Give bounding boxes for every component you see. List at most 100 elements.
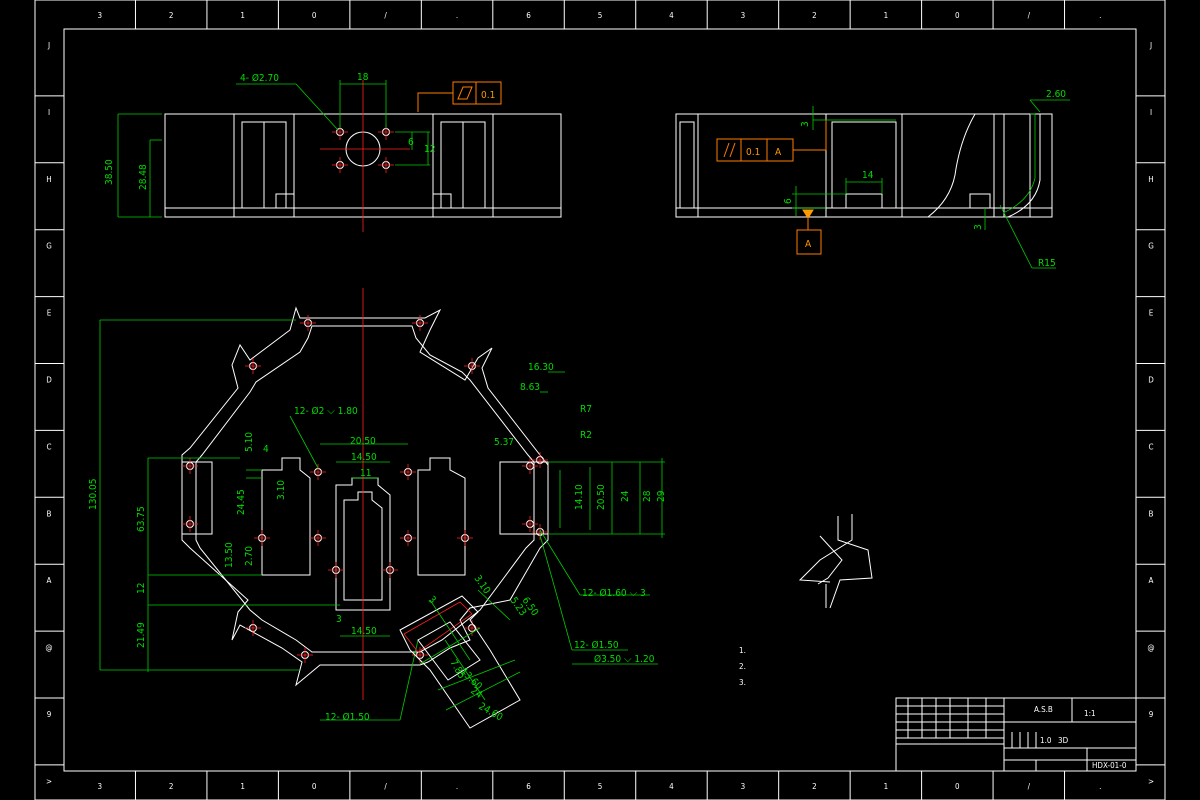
col-label-bottom: . [1099,782,1101,791]
row-label-right: G [1148,242,1154,251]
tb-drawing-no: HDX-01-0 [1092,761,1127,770]
col-label-bottom: 4 [669,782,674,791]
row-label-left: I [48,108,50,117]
row-label-left: D [46,376,52,385]
pv-dim-3-rot: 3 [426,594,438,606]
pv-holes-12-1-50-b: 12- Ø1.50 [325,711,370,723]
col-label-top: 4 [669,11,674,20]
tr-dim-2-60: 2.60 [1046,89,1066,100]
col-label-bottom: 5 [598,782,603,791]
pv-dim-5-10: 5.10 [244,432,255,452]
tl-dim-18: 18 [357,72,369,83]
pv-holes-12-1-50: 12- Ø1.50 [574,639,619,651]
pv-dim-28: 28 [642,490,653,502]
pv-dim-20-50: 20.50 [350,436,376,447]
col-label-bottom: 1 [884,782,889,791]
row-label-left: > [46,777,52,786]
col-label-bottom: 1 [240,782,245,791]
tl-dim-6: 6 [408,137,414,148]
col-label-top: 3 [97,11,102,20]
pv-dim-5-37: 5.37 [494,437,514,448]
col-label-top: / [384,11,387,20]
note-2: 2. [739,662,746,671]
row-label-right: C [1148,442,1153,451]
top-left-view [117,80,562,232]
tb-cell-c: 1.0 [1040,736,1052,745]
pv-dim-3-10: 3.10 [276,480,287,500]
pv-dim-14-50-bot: 14.50 [351,626,377,637]
tr-dim-14: 14 [862,170,874,181]
col-label-top: 6 [526,11,531,20]
row-label-left: G [46,242,52,251]
row-label-right: J [1149,41,1152,50]
col-label-top: 5 [598,11,603,20]
col-label-bottom: 0 [955,782,960,791]
pv-dim-14-10: 14.10 [574,484,585,510]
col-label-bottom: 6 [526,782,531,791]
pv-dim-13-50: 13.50 [224,542,235,568]
pv-dim-24: 24 [620,490,631,502]
col-label-bottom: 2 [169,782,174,791]
row-label-left: A [47,576,52,585]
row-label-right: > [1148,777,1154,786]
tl-flatness-value: 0.1 [481,90,495,101]
tl-dim-38-50: 38.50 [104,159,115,185]
row-label-right: I [1150,108,1152,117]
tr-parallel-datum: A [775,147,782,158]
col-label-top: 1 [884,11,889,20]
tb-cell-d: 3D [1058,736,1069,745]
tr-dim-6: 6 [783,198,794,204]
col-label-top: . [456,11,458,20]
pv-dim-3: 3 [336,614,342,625]
col-label-bottom: / [1028,782,1031,791]
pv-dim-4: 4 [263,444,269,455]
pv-dim-14-50-top: 14.50 [351,452,377,463]
col-label-bottom: 2 [812,782,817,791]
frame-ticks [35,0,1165,800]
pv-dim-21-49: 21.49 [136,622,147,648]
pv-r2: R2 [580,430,592,441]
col-label-bottom: . [456,782,458,791]
row-label-left: H [46,175,51,184]
pv-dim-8-63: 8.63 [520,382,540,393]
pv-dim-130-05: 130.05 [88,479,99,510]
pv-dim-29: 29 [656,490,667,502]
view-direction-symbol [798,514,873,609]
plan-view [99,288,665,729]
pv-dim-2-70: 2.70 [244,546,255,566]
row-label-right: H [1148,175,1153,184]
col-label-bottom: 3 [741,782,746,791]
pv-dim-24-45: 24.45 [236,489,247,515]
tl-dim-28-48: 28.48 [138,164,149,190]
col-label-bottom: 3 [97,782,102,791]
row-label-left: J [47,41,50,50]
row-label-right: 9 [1149,710,1154,719]
title-block [895,697,1137,772]
pv-r7: R7 [580,404,592,415]
col-label-top: / [1028,11,1031,20]
col-label-top: 0 [955,11,960,20]
pv-holes-12-2: 12- Ø2 ⌵ 1.80 [294,405,358,417]
pv-dim-63-75: 63.75 [136,506,147,532]
tr-dim-3b: 3 [973,224,984,230]
pv-cbore: Ø3.50 ⌵ 1.20 [594,653,655,665]
outer-border [34,0,1166,800]
tr-datum-label: A [805,239,812,250]
pv-dim-24-60: 24.60 [477,701,505,724]
tr-parallel-value: 0.1 [746,147,760,158]
row-label-right: A [1149,576,1154,585]
pv-dim-11: 11 [360,468,371,479]
row-label-right: E [1149,309,1154,318]
inner-border [63,28,1137,772]
tl-dim-12: 12 [424,144,435,155]
row-label-left: 9 [47,710,52,719]
col-label-top: 1 [240,11,245,20]
pv-dim-20-50-r: 20.50 [596,484,607,510]
col-label-top: 0 [312,11,317,20]
note-3: 3. [739,678,746,687]
col-label-top: 2 [169,11,174,20]
tr-radius: R15 [1038,258,1056,269]
row-label-left: E [47,309,52,318]
